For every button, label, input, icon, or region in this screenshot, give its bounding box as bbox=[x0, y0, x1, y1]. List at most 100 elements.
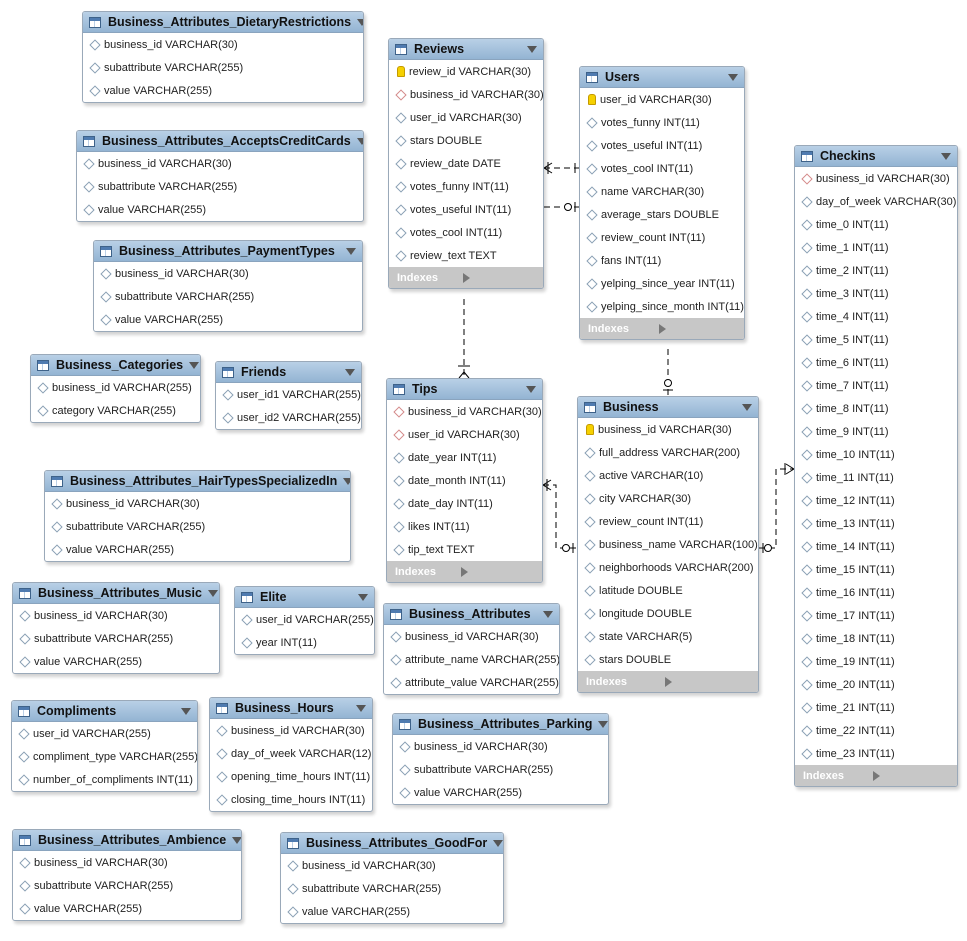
column-row[interactable]: user_id1 VARCHAR(255) bbox=[216, 383, 361, 406]
column-row[interactable]: category VARCHAR(255) bbox=[31, 399, 200, 422]
column-row[interactable]: review_count INT(11) bbox=[578, 510, 758, 533]
column-row[interactable]: day_of_week VARCHAR(12) bbox=[210, 742, 372, 765]
expand-arrow-icon[interactable] bbox=[461, 566, 534, 577]
column-row[interactable]: user_id VARCHAR(255) bbox=[235, 608, 374, 631]
column-row[interactable]: subattribute VARCHAR(255) bbox=[77, 175, 363, 198]
column-row[interactable]: date_month INT(11) bbox=[387, 469, 542, 492]
collapse-arrow-icon[interactable] bbox=[346, 247, 356, 255]
column-row[interactable]: business_id VARCHAR(30) bbox=[795, 167, 957, 190]
column-row[interactable]: votes_cool INT(11) bbox=[389, 221, 543, 244]
column-row[interactable]: value VARCHAR(255) bbox=[77, 198, 363, 221]
column-row[interactable]: time_10 INT(11) bbox=[795, 443, 957, 466]
column-row[interactable]: subattribute VARCHAR(255) bbox=[45, 515, 350, 538]
column-row[interactable]: longitude DOUBLE bbox=[578, 602, 758, 625]
table-header[interactable]: Reviews bbox=[389, 39, 543, 60]
column-row[interactable]: business_id VARCHAR(30) bbox=[77, 152, 363, 175]
indexes-bar[interactable]: Indexes bbox=[387, 561, 542, 582]
column-row[interactable]: attribute_name VARCHAR(255) bbox=[384, 648, 559, 671]
table-header[interactable]: Business_Hours bbox=[210, 698, 372, 719]
column-row[interactable]: value VARCHAR(255) bbox=[45, 538, 350, 561]
column-row[interactable]: time_21 INT(11) bbox=[795, 696, 957, 719]
column-row[interactable]: attribute_value VARCHAR(255) bbox=[384, 671, 559, 694]
column-row[interactable]: value VARCHAR(255) bbox=[281, 900, 503, 923]
column-row[interactable]: review_count INT(11) bbox=[580, 226, 744, 249]
column-row[interactable]: full_address VARCHAR(200) bbox=[578, 441, 758, 464]
column-row[interactable]: business_id VARCHAR(30) bbox=[210, 719, 372, 742]
column-row[interactable]: tip_text TEXT bbox=[387, 538, 542, 561]
column-row[interactable]: latitude DOUBLE bbox=[578, 579, 758, 602]
column-row[interactable]: business_id VARCHAR(30) bbox=[281, 854, 503, 877]
table-header[interactable]: Business_Attributes_Ambience bbox=[13, 830, 241, 851]
table-header[interactable]: Business_Categories bbox=[31, 355, 200, 376]
column-row[interactable]: time_2 INT(11) bbox=[795, 259, 957, 282]
table-header[interactable]: Elite bbox=[235, 587, 374, 608]
column-row[interactable]: time_4 INT(11) bbox=[795, 305, 957, 328]
column-row[interactable]: time_12 INT(11) bbox=[795, 489, 957, 512]
collapse-arrow-icon[interactable] bbox=[345, 368, 355, 376]
table-header[interactable]: Business_Attributes_AcceptsCreditCards bbox=[77, 131, 363, 152]
indexes-bar[interactable]: Indexes bbox=[795, 765, 957, 786]
column-row[interactable]: votes_useful INT(11) bbox=[580, 134, 744, 157]
column-row[interactable]: business_id VARCHAR(30) bbox=[384, 625, 559, 648]
column-row[interactable]: stars DOUBLE bbox=[578, 648, 758, 671]
table-header[interactable]: Business bbox=[578, 397, 758, 418]
column-row[interactable]: time_20 INT(11) bbox=[795, 673, 957, 696]
column-row[interactable]: business_name VARCHAR(100) bbox=[578, 533, 758, 556]
column-row[interactable]: fans INT(11) bbox=[580, 249, 744, 272]
indexes-bar[interactable]: Indexes bbox=[389, 267, 543, 288]
column-row[interactable]: time_23 INT(11) bbox=[795, 742, 957, 765]
table-header[interactable]: Business_Attributes_Parking bbox=[393, 714, 608, 735]
collapse-arrow-icon[interactable] bbox=[343, 477, 350, 485]
column-row[interactable]: subattribute VARCHAR(255) bbox=[94, 285, 362, 308]
column-row[interactable]: time_13 INT(11) bbox=[795, 512, 957, 535]
column-row[interactable]: review_text TEXT bbox=[389, 244, 543, 267]
table-header[interactable]: Business_Attributes_HairTypesSpecialized… bbox=[45, 471, 350, 492]
table-header[interactable]: Business_Attributes bbox=[384, 604, 559, 625]
column-row[interactable]: business_id VARCHAR(255) bbox=[31, 376, 200, 399]
collapse-arrow-icon[interactable] bbox=[356, 704, 366, 712]
table-header[interactable]: Checkins bbox=[795, 146, 957, 167]
column-row[interactable]: time_0 INT(11) bbox=[795, 213, 957, 236]
column-row[interactable]: votes_useful INT(11) bbox=[389, 198, 543, 221]
table-header[interactable]: Business_Attributes_GoodFor bbox=[281, 833, 503, 854]
column-row[interactable]: time_3 INT(11) bbox=[795, 282, 957, 305]
column-row[interactable]: user_id VARCHAR(30) bbox=[387, 423, 542, 446]
collapse-arrow-icon[interactable] bbox=[356, 137, 363, 145]
column-row[interactable]: time_5 INT(11) bbox=[795, 328, 957, 351]
column-row[interactable]: time_6 INT(11) bbox=[795, 351, 957, 374]
table-header[interactable]: Tips bbox=[387, 379, 542, 400]
column-row[interactable]: city VARCHAR(30) bbox=[578, 487, 758, 510]
column-row[interactable]: time_8 INT(11) bbox=[795, 397, 957, 420]
table-header[interactable]: Compliments bbox=[12, 701, 197, 722]
column-row[interactable]: subattribute VARCHAR(255) bbox=[393, 758, 608, 781]
collapse-arrow-icon[interactable] bbox=[189, 361, 200, 369]
column-row[interactable]: state VARCHAR(5) bbox=[578, 625, 758, 648]
column-row[interactable]: name VARCHAR(30) bbox=[580, 180, 744, 203]
collapse-arrow-icon[interactable] bbox=[526, 385, 536, 393]
column-row[interactable]: review_id VARCHAR(30) bbox=[389, 60, 543, 83]
column-row[interactable]: time_15 INT(11) bbox=[795, 558, 957, 581]
column-row[interactable]: business_id VARCHAR(30) bbox=[45, 492, 350, 515]
column-row[interactable]: time_11 INT(11) bbox=[795, 466, 957, 489]
collapse-arrow-icon[interactable] bbox=[181, 707, 191, 715]
column-row[interactable]: average_stars DOUBLE bbox=[580, 203, 744, 226]
column-row[interactable]: time_14 INT(11) bbox=[795, 535, 957, 558]
column-row[interactable]: votes_funny INT(11) bbox=[580, 111, 744, 134]
column-row[interactable]: review_date DATE bbox=[389, 152, 543, 175]
column-row[interactable]: user_id VARCHAR(255) bbox=[12, 722, 197, 745]
column-row[interactable]: date_year INT(11) bbox=[387, 446, 542, 469]
column-row[interactable]: day_of_week VARCHAR(30) bbox=[795, 190, 957, 213]
table-header[interactable]: Business_Attributes_PaymentTypes bbox=[94, 241, 362, 262]
collapse-arrow-icon[interactable] bbox=[527, 45, 537, 53]
